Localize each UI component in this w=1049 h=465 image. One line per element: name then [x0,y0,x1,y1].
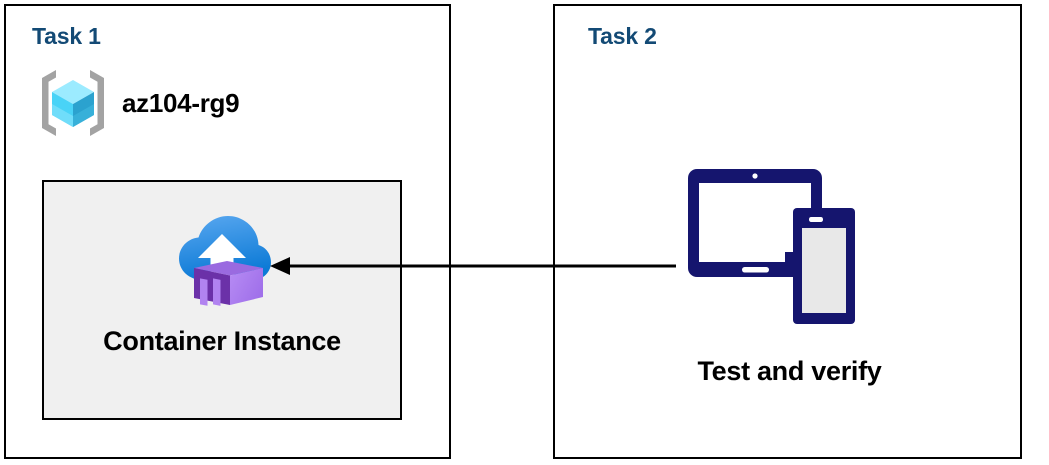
tablet-and-phone-icon [685,166,885,341]
resource-group-label: az104-rg9 [122,87,240,118]
azure-container-instance-icon [170,204,274,308]
panel-task-2-title: Task 2 [588,23,657,49]
panel-task-2: Task 2 Test and verify [553,4,1022,459]
panel-task-1: Task 1 az104-rg9 [4,4,451,459]
azure-resource-group-icon [34,64,112,142]
resource-container-box: Container Instance [42,180,402,420]
test-and-verify-label: Test and verify [697,356,882,386]
panel-task-1-title: Task 1 [32,23,101,49]
container-instance-label: Container Instance [103,326,341,356]
resource-group-row: az104-rg9 [34,64,240,142]
